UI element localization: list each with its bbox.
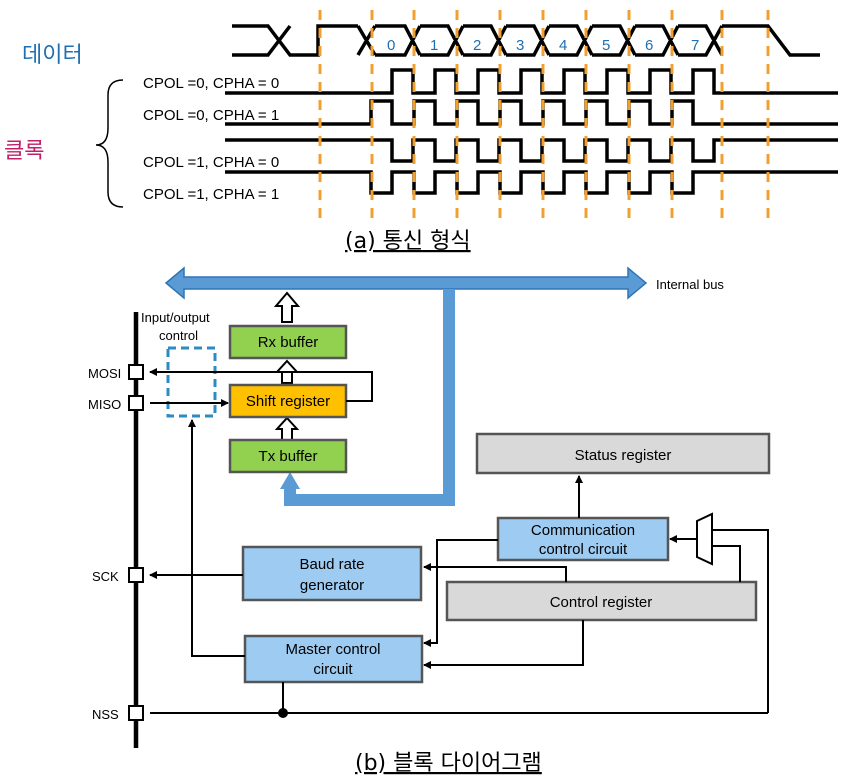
rx-buffer-block xyxy=(228,324,348,360)
io-control-label-2: control xyxy=(159,328,198,343)
data-waveform xyxy=(232,24,358,57)
mode-label-0: CPOL =0, CPHA = 0 xyxy=(143,75,279,92)
tx-buffer-block xyxy=(228,438,348,474)
clock-waveform-2 xyxy=(225,138,838,163)
bit-label-4: 4 xyxy=(559,37,567,54)
status-register-block xyxy=(475,432,771,475)
mode-label-2: CPOL =1, CPHA = 0 xyxy=(143,154,279,171)
nss-label: NSS xyxy=(92,707,119,722)
clock-waveform-1 xyxy=(225,99,838,126)
sck-pin xyxy=(128,567,144,583)
comm-control-label-1: Communication xyxy=(531,522,635,539)
bit-label-6: 6 xyxy=(645,37,653,54)
io-control-label-1: Input/output xyxy=(141,310,210,325)
mode-label-1: CPOL =0, CPHA = 1 xyxy=(143,107,279,124)
nss-pin xyxy=(128,705,144,721)
baud-rate-block xyxy=(241,545,423,602)
mode-label-3: CPOL =1, CPHA = 1 xyxy=(143,186,279,203)
bit-label-2: 2 xyxy=(473,37,481,54)
clock-waveform-0 xyxy=(225,68,838,95)
rx-buffer-label: Rx buffer xyxy=(258,334,319,351)
caption-b: (b) 블록 다이어그램 xyxy=(355,751,542,776)
miso-pin xyxy=(128,395,144,411)
baud-rate-label-2: generator xyxy=(300,577,364,594)
sck-label: SCK xyxy=(92,569,119,584)
master-control-label-2: circuit xyxy=(313,661,353,678)
tx-buffer-label: Tx buffer xyxy=(259,448,318,465)
comm-control-block xyxy=(496,516,670,562)
shift-register-label: Shift register xyxy=(246,393,330,410)
bit-label-1: 1 xyxy=(430,37,438,54)
master-control-block xyxy=(243,634,424,684)
data-label: 데이터 xyxy=(22,43,83,68)
signal-connections xyxy=(149,368,769,714)
caption-a: (a) 통신 형식 xyxy=(345,229,471,254)
brace xyxy=(95,79,124,208)
control-register-label: Control register xyxy=(550,594,653,611)
miso-label: MISO xyxy=(88,397,121,412)
bit-label-3: 3 xyxy=(516,37,524,54)
comm-control-label-2: control circuit xyxy=(539,541,628,558)
mux-symbol xyxy=(696,512,713,566)
io-control-box xyxy=(166,346,217,418)
nss-junction-dot xyxy=(278,708,288,718)
mosi-pin xyxy=(128,364,144,380)
timing-diagram: 데이터 클록 CPOL =0, CPHA = 0 CPOL =0, CPHA =… xyxy=(4,10,838,254)
block-diagram: Internal bus Input/output control Rx buf… xyxy=(88,266,771,776)
master-control-label-1: Master control xyxy=(285,641,380,658)
internal-bus-label: Internal bus xyxy=(656,277,724,292)
bit-label-5: 5 xyxy=(602,37,610,54)
bit-label-0: 0 xyxy=(387,37,395,54)
status-register-label: Status register xyxy=(575,447,672,464)
clock-label: 클록 xyxy=(4,139,44,164)
shift-register-block xyxy=(228,383,348,419)
control-register-block xyxy=(445,580,758,622)
clock-waveform-3 xyxy=(225,170,838,195)
mosi-label: MOSI xyxy=(88,366,121,381)
bit-label-7: 7 xyxy=(691,37,699,54)
internal-bus xyxy=(164,266,648,506)
data-bit-cells xyxy=(356,24,820,57)
baud-rate-label-1: Baud rate xyxy=(299,556,364,573)
